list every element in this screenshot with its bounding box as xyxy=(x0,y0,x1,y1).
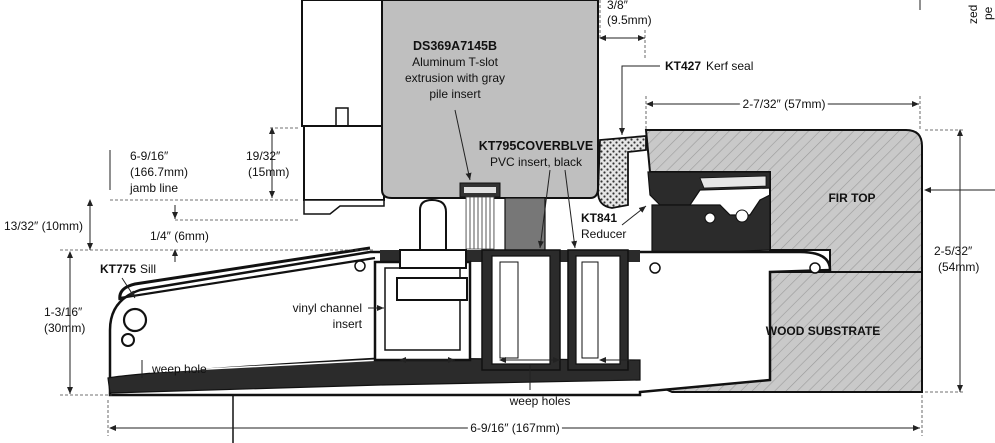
kt841-desc: Reducer xyxy=(581,227,626,241)
edge-text-1: pe xyxy=(981,6,995,20)
kt795-code: KT795COVERBLVE xyxy=(479,139,593,153)
kt841-code: KT841 xyxy=(581,211,617,225)
dim-1-4: 1/4″ (6mm) xyxy=(150,229,209,243)
door-panel xyxy=(301,0,385,215)
wood-substrate-label: WOOD SUBSTRATE xyxy=(766,324,880,338)
dim-6-9-16-b: (166.7mm) xyxy=(130,165,188,179)
dim-13-32: 13/32″ (10mm) xyxy=(4,219,83,233)
kt427-desc: Kerf seal xyxy=(706,59,753,73)
ds369-line2: extrusion with gray xyxy=(405,71,505,85)
dim-6-9-16-a: 6-9/16″ xyxy=(130,149,169,163)
weep-hole-label: weep hole xyxy=(151,362,207,376)
vinyl-line2: insert xyxy=(333,317,363,331)
kt795-desc: PVC insert, black xyxy=(490,155,583,169)
dim-2-7-32: 2-7/32″ (57mm) xyxy=(743,97,826,111)
kt427-code: KT427 xyxy=(665,59,701,73)
vinyl-line1: vinyl channel xyxy=(293,301,362,315)
kt795-pvc-insert xyxy=(481,249,629,371)
dim-19-32-b: (15mm) xyxy=(248,165,289,179)
dim-6-9-16-bottom: 6-9/16″ (167mm) xyxy=(470,421,560,435)
dim-2-5-32-b: (54mm) xyxy=(938,260,979,274)
kt775-desc: Sill xyxy=(140,262,156,276)
ds369-line1: Aluminum T-slot xyxy=(412,55,498,69)
ds369-code: DS369A7145B xyxy=(413,39,497,53)
ds369-line3: pile insert xyxy=(429,87,481,101)
dim-6-9-16-c: jamb line xyxy=(129,181,178,195)
kt841-reducer xyxy=(647,171,771,263)
dim-1-3-16-a: 1-3/16″ xyxy=(44,305,83,319)
fir-top-label: FIR TOP xyxy=(828,191,875,205)
kt427-kerf-seal xyxy=(597,135,647,209)
kt775-code: KT775 xyxy=(100,262,136,276)
dim-1-3-16-b: (30mm) xyxy=(44,321,85,335)
dim-19-32-a: 19/32″ xyxy=(246,149,281,163)
vinyl-channel-insert xyxy=(373,198,472,362)
edge-text-2: zed xyxy=(966,5,980,24)
dim-3-8-b: (9.5mm) xyxy=(607,13,652,27)
dim-2-5-32-a: 2-5/32″ xyxy=(934,244,973,258)
labels: DS369A7145B Aluminum T-slot extrusion wi… xyxy=(4,0,995,438)
dimension-lines xyxy=(60,0,995,436)
dim-3-8-a: 3/8″ xyxy=(607,0,629,12)
weep-holes-label: weep holes xyxy=(509,394,571,408)
